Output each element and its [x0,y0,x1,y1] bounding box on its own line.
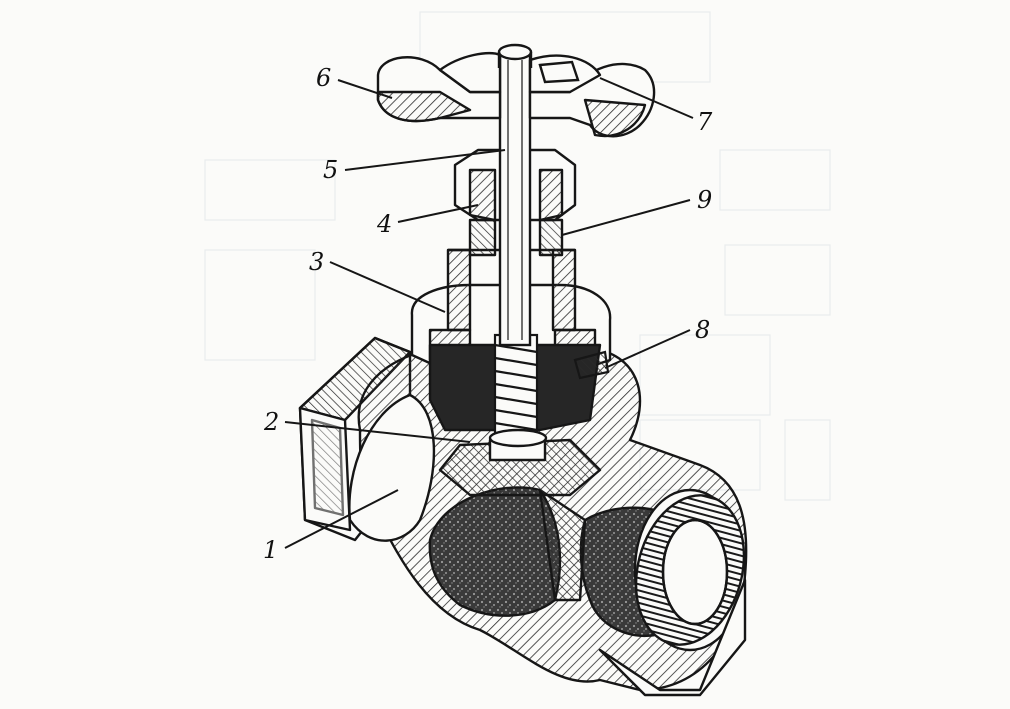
valve-body [298,336,748,697]
leader-lines [284,77,694,549]
leader-line-3 [329,261,446,313]
leader-line-6 [337,79,393,99]
valve-stem [498,53,532,347]
spindle-thread [493,333,539,447]
callout-6-handwheel: 6 [316,64,332,92]
callout-9-packing: 9 [697,186,713,214]
leader-line-9 [561,199,691,236]
leader-line-8 [604,329,691,369]
handwheel-nut [497,43,580,84]
callout-7-nut: 7 [697,108,713,136]
callout-3-bonnet: 3 [309,248,325,276]
callout-8-gasket: 8 [695,316,711,344]
leader-line-4 [397,204,479,223]
callout-5-stem: 5 [323,156,339,184]
bonnet-gasket [573,350,610,380]
callout-4-gland-nut: 4 [377,210,393,238]
leader-line-5 [344,149,506,171]
valve-disc [438,428,602,497]
leader-line-2 [284,421,471,443]
callout-2-disc: 2 [264,408,280,436]
leader-line-1 [284,489,399,549]
callout-1-body: 1 [263,536,279,564]
leader-line-7 [599,77,694,119]
